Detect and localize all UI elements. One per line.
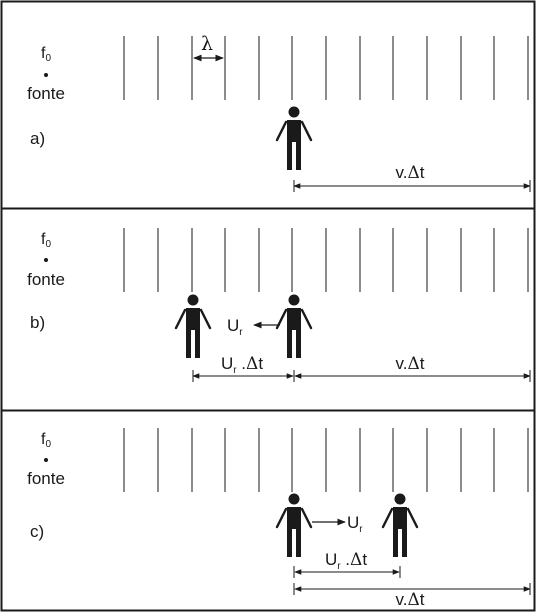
distance-ur-dt: Ur .Δt xyxy=(293,550,401,578)
wavefronts xyxy=(123,428,529,492)
distance-ur-dt: Ur .Δt xyxy=(192,354,294,382)
wavelength-marker: λ xyxy=(193,33,224,62)
svg-text:Ur: Ur xyxy=(227,316,243,338)
svg-text:Ur: Ur xyxy=(347,513,363,535)
svg-text:v.Δt: v.Δt xyxy=(396,354,425,374)
observer-figure-moved xyxy=(174,293,212,360)
observer-figure xyxy=(275,293,313,360)
svg-text:v.Δt: v.Δt xyxy=(396,590,425,610)
panel-c: f0 fonte c) Ur Ur .Δt v.Δt xyxy=(0,409,536,612)
distance-v-dt: v.Δt xyxy=(293,163,531,192)
svg-text:Ur .Δt: Ur .Δt xyxy=(221,354,263,376)
source-dot xyxy=(44,73,48,77)
distance-v-dt: v.Δt xyxy=(293,354,531,382)
wavelength-symbol: λ xyxy=(201,33,213,55)
panel-b: f0 fonte b) Ur Ur .Δt v.Δt xyxy=(0,207,536,412)
source-frequency: f0 xyxy=(41,231,51,250)
panel-label-b: b) xyxy=(30,313,45,332)
panel-label-a: a) xyxy=(30,129,45,148)
svg-text:Ur .Δt: Ur .Δt xyxy=(325,550,367,572)
source-frequency: f0 xyxy=(41,45,51,64)
wavefronts xyxy=(123,228,529,292)
distance-v-dt: v.Δt xyxy=(293,583,531,610)
observer-figure-moved xyxy=(381,492,419,559)
observer-figure xyxy=(275,492,313,559)
velocity-arrow-right: Ur xyxy=(312,513,363,535)
source-dot xyxy=(44,458,48,462)
source: f0 fonte xyxy=(27,431,65,488)
panel-label-c: c) xyxy=(30,522,44,541)
panel-a: f0 fonte λ a) v.Δt xyxy=(0,0,536,210)
velocity-arrow-left: Ur xyxy=(227,316,280,338)
wavefronts xyxy=(123,36,529,100)
source-dot xyxy=(44,258,48,262)
source: f0 fonte xyxy=(27,231,65,289)
observer-figure xyxy=(275,105,313,172)
source-label: fonte xyxy=(27,469,65,488)
source-frequency: f0 xyxy=(41,431,51,450)
source-label: fonte xyxy=(27,84,65,103)
svg-text:v.Δt: v.Δt xyxy=(396,163,425,183)
source-label: fonte xyxy=(27,270,65,289)
source: f0 fonte xyxy=(27,45,65,103)
